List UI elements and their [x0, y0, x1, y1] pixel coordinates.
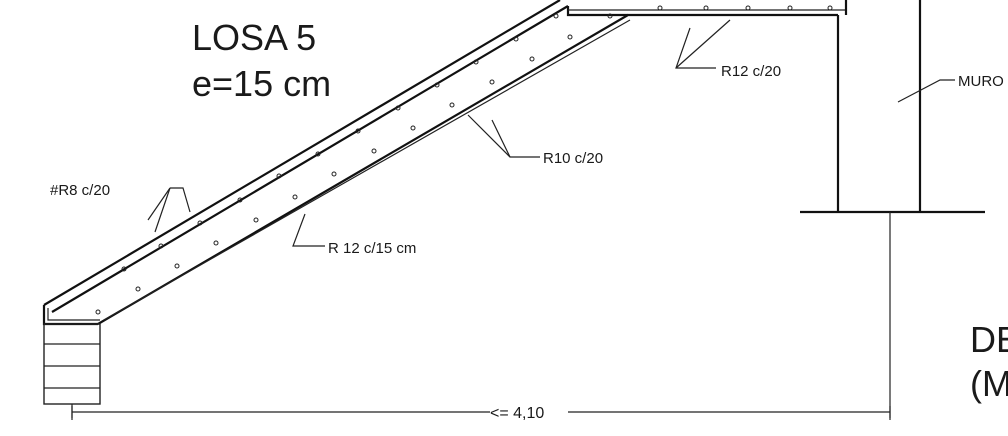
- detail-title-line2: (M: [970, 363, 1008, 404]
- slab-title: LOSA 5: [192, 17, 316, 58]
- rebar-dots-landing: [657, 5, 833, 11]
- base-support: [43, 323, 101, 420]
- detail-title-line1: DE: [970, 319, 1008, 360]
- wall-label: MURO: [958, 73, 1004, 90]
- top-rebar-label: R12 c/20: [721, 63, 781, 80]
- rebar-dots-top: [121, 13, 559, 272]
- slab-outline: [42, 0, 848, 326]
- leaders: [147, 19, 955, 247]
- span-dimension: [71, 406, 891, 418]
- mesh-label: #R8 c/20: [50, 182, 110, 199]
- rebar-dots-bottom: [95, 13, 613, 315]
- span-label: <= 4,10: [490, 405, 544, 422]
- slab-rebar-label: R 12 c/15 cm: [328, 240, 416, 257]
- bottom-rebar-label: R10 c/20: [543, 150, 603, 167]
- wall: [800, 0, 985, 420]
- slab-thickness: e=15 cm: [192, 63, 331, 104]
